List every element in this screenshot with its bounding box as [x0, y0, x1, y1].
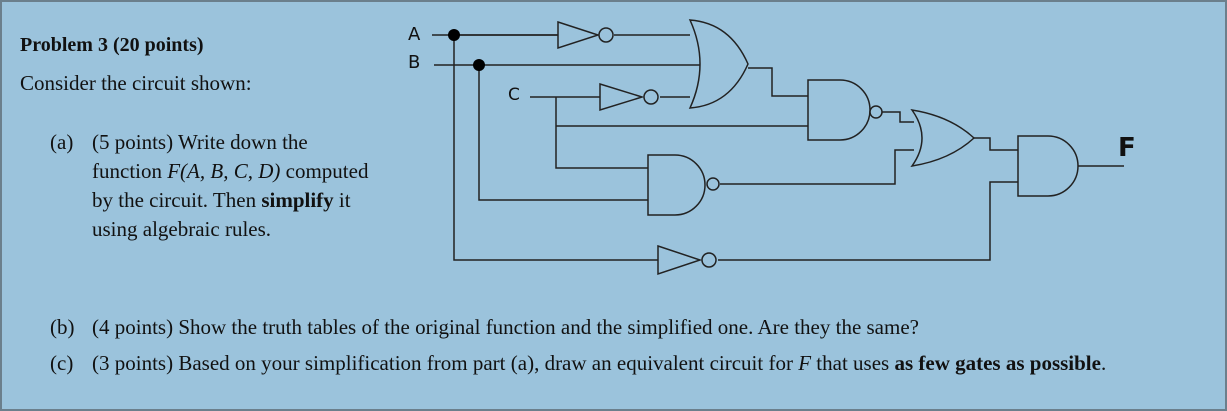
part-a-rest2: it using algebraic rules.	[92, 188, 351, 241]
or-gate-1	[688, 19, 749, 109]
nand-gate-1	[807, 79, 883, 141]
input-b-label: B	[408, 52, 420, 73]
part-c-text1: (3 points) Based on your simplification …	[92, 351, 799, 375]
nand-gate-2	[647, 154, 720, 216]
input-a-label: A	[408, 24, 421, 45]
part-b-label: (b)	[50, 315, 75, 339]
part-b-text: (4 points) Show the truth tables of the …	[92, 315, 919, 339]
not-gate-a	[557, 20, 614, 50]
not-gate-c	[599, 82, 659, 112]
input-c-label: C	[508, 85, 520, 105]
part-b: (b) (4 points) Show the truth tables of …	[50, 313, 1150, 343]
part-a-function: F(A, B, C, D)	[167, 159, 281, 183]
part-a-rest1: computed by the circuit. Then	[92, 159, 369, 212]
part-c-bold: as few gates as possible	[894, 351, 1101, 375]
part-c-end: .	[1100, 351, 1107, 375]
part-c-label: (c)	[50, 351, 74, 375]
not-gate-a-lower	[657, 244, 717, 276]
junction-a-dot	[448, 29, 460, 41]
part-c-text2: that uses	[811, 351, 895, 375]
output-f-label: F	[1118, 133, 1136, 163]
part-a: (a) (5 points) Write down the function F…	[50, 128, 380, 278]
or-gate-2	[910, 108, 976, 168]
junction-b-dot	[473, 59, 485, 71]
part-a-label: (a)	[50, 130, 74, 154]
part-a-simplify: simplify	[261, 188, 334, 212]
problem-intro: Consider the circuit shown:	[20, 71, 252, 95]
part-a-points: (5 points) Write down the function	[92, 130, 308, 183]
part-c-text: (3 points) Based on your simplification …	[92, 349, 1152, 378]
and-gate	[1017, 135, 1079, 197]
part-c: (c) (3 points) Based on your simplificat…	[50, 349, 1170, 409]
part-c-var: F	[798, 351, 812, 375]
problem-title: Problem 3 (20 points)	[20, 34, 204, 56]
part-a-text: (5 points) Write down the function F(A, …	[92, 128, 382, 244]
